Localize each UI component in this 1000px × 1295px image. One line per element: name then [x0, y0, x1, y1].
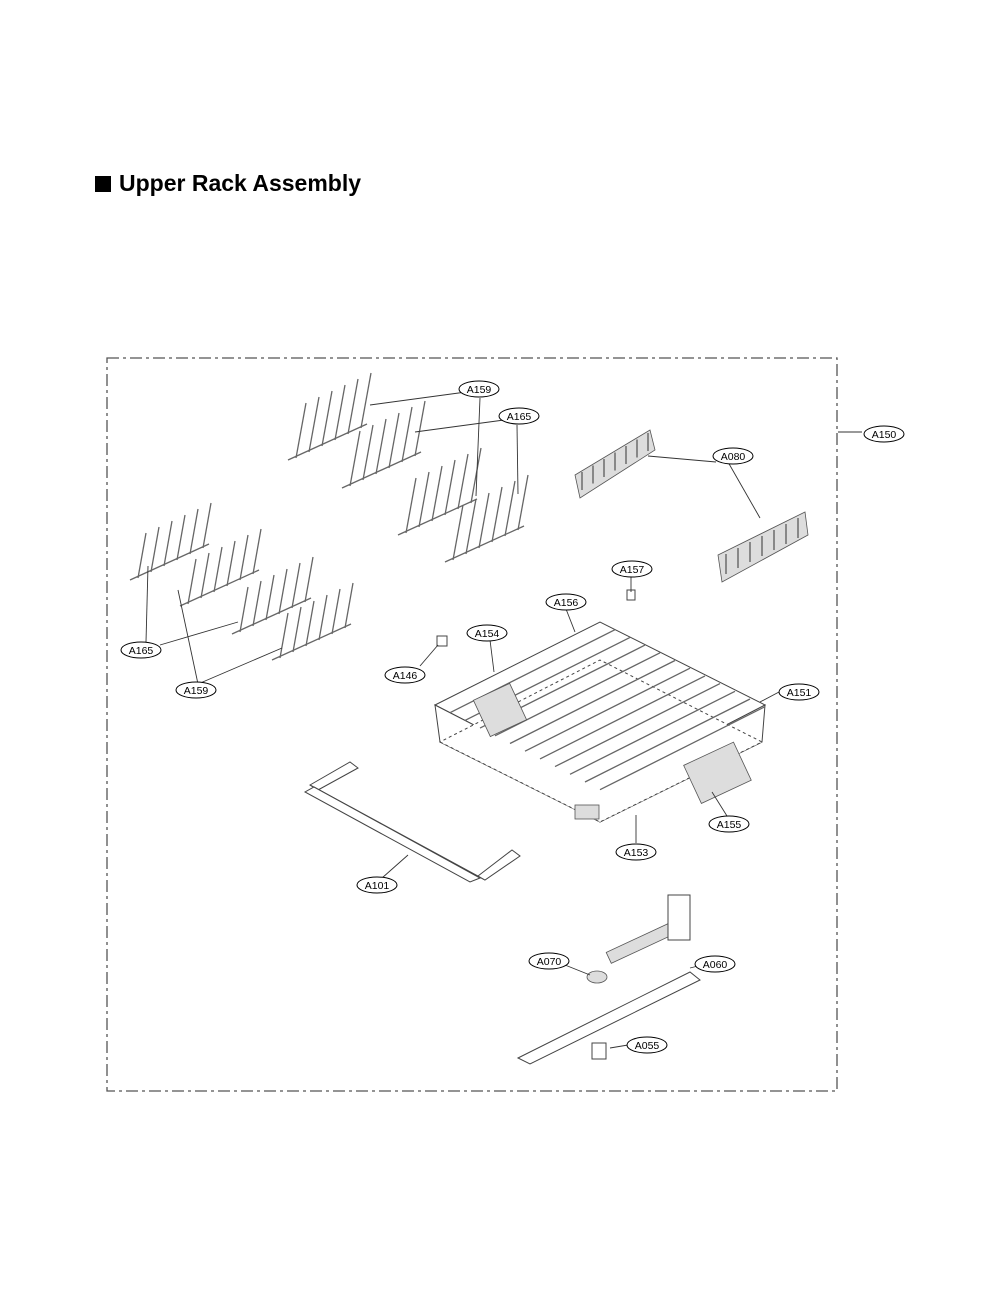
- callout-a101: A101: [356, 876, 398, 894]
- callout-a165-left: A165: [120, 641, 162, 659]
- tine-rows: [129, 372, 529, 661]
- callout-a146: A146: [384, 666, 426, 684]
- tine-row-left-1: [129, 502, 212, 581]
- callout-a055: A055: [626, 1036, 668, 1054]
- callout-a156-text: A156: [554, 597, 579, 609]
- callout-a070-text: A070: [537, 956, 562, 968]
- callout-a153-text: A153: [624, 847, 649, 859]
- page-title-text: Upper Rack Assembly: [119, 170, 362, 196]
- callout-a159-top-text: A159: [467, 384, 492, 396]
- callout-a080-text: A080: [721, 451, 746, 463]
- callout-a060: A060: [694, 955, 736, 973]
- callout-a155-text: A155: [717, 819, 742, 831]
- rack-basket-part: [433, 621, 767, 823]
- callout-a060-text: A060: [703, 959, 728, 971]
- callout-a153: A153: [615, 843, 657, 861]
- callout-a154: A154: [466, 624, 508, 642]
- callout-a155: A155: [708, 815, 750, 833]
- callout-a157-text: A157: [620, 564, 645, 576]
- tine-row-top-3: [397, 447, 482, 536]
- callout-a151-text: A151: [787, 687, 812, 699]
- tine-row-top-1: [287, 372, 372, 461]
- tine-row-left-4: [271, 582, 354, 661]
- callout-a146-text: A146: [393, 670, 418, 682]
- callout-a080: A080: [712, 447, 754, 465]
- tine-row-top-2: [341, 400, 426, 489]
- assembly-boundary: [106, 357, 838, 1092]
- tine-row-top-4: [444, 474, 529, 563]
- spray-arm-part: [516, 894, 701, 1065]
- callout-a151: A151: [778, 683, 820, 701]
- callout-a070: A070: [528, 952, 570, 970]
- callout-a157: A157: [611, 560, 653, 578]
- square-bullet-icon: [95, 176, 111, 192]
- callout-a101-text: A101: [365, 880, 390, 892]
- rack-handle-part: [303, 761, 521, 883]
- callout-a165-top-text: A165: [507, 411, 532, 423]
- callout-a055-text: A055: [635, 1040, 660, 1052]
- callout-a154-text: A154: [475, 628, 500, 640]
- callout-a159-top: A159: [458, 380, 500, 398]
- tine-row-left-2: [179, 528, 262, 607]
- tine-row-left-3: [231, 556, 314, 635]
- callout-a165-left-text: A165: [129, 645, 154, 657]
- page-title: Upper Rack Assembly: [95, 170, 361, 197]
- callout-a150: A150: [863, 425, 905, 443]
- callout-a159-left-text: A159: [184, 685, 209, 697]
- leader-lines: [145, 391, 862, 1049]
- cup-shelf-clip-part: [574, 429, 809, 583]
- callout-a159-left: A159: [175, 681, 217, 699]
- callout-a165-top: A165: [498, 407, 540, 425]
- clip-a146-part: [436, 635, 448, 647]
- callout-a150-text: A150: [872, 429, 897, 441]
- callout-a156: A156: [545, 593, 587, 611]
